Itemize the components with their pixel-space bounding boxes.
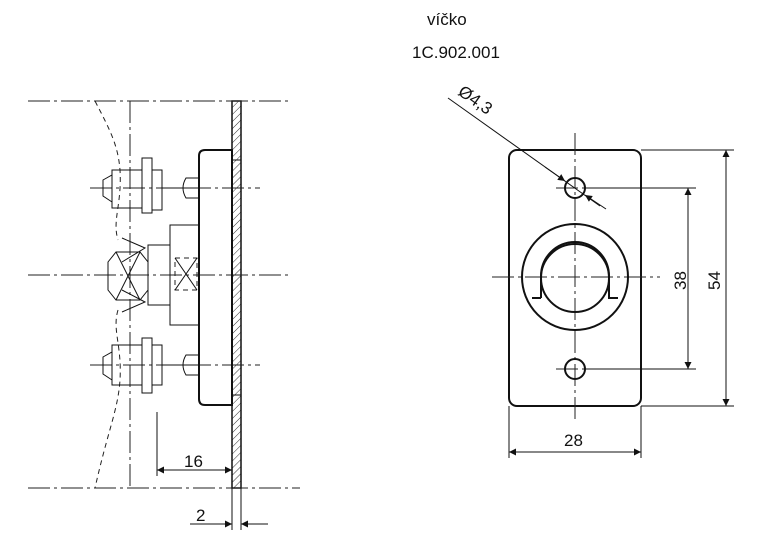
dim-plate-thickness: 2 bbox=[190, 488, 268, 530]
dim-plate-width: 28 bbox=[508, 406, 642, 458]
dim-hole-spacing: 38 bbox=[585, 187, 696, 370]
part-code: 1C.902.001 bbox=[412, 43, 500, 62]
break-line-lower bbox=[94, 309, 121, 489]
dim-side-depth: 16 bbox=[156, 412, 232, 476]
dim-plate-width-label: 28 bbox=[564, 431, 583, 450]
front-view: Ø4,3 38 54 28 bbox=[447, 82, 734, 458]
central-nut bbox=[107, 224, 200, 326]
cover-body bbox=[198, 149, 233, 406]
dim-plate-height-label: 54 bbox=[705, 271, 724, 290]
upper-screw bbox=[102, 157, 200, 214]
wall-plate bbox=[231, 100, 242, 489]
side-view: 16 2 bbox=[28, 100, 300, 530]
dim-hole-diameter-label: Ø4,3 bbox=[455, 82, 496, 119]
dim-plate-height: 54 bbox=[641, 149, 734, 407]
dim-plate-thickness-label: 2 bbox=[196, 506, 205, 525]
lower-screw bbox=[102, 337, 200, 394]
dim-side-depth-label: 16 bbox=[184, 452, 203, 471]
central-boss-outer bbox=[521, 223, 629, 331]
part-name: víčko bbox=[427, 10, 467, 29]
central-bore bbox=[540, 243, 610, 313]
dim-hole-diameter: Ø4,3 bbox=[447, 82, 607, 210]
dim-hole-spacing-label: 38 bbox=[671, 271, 690, 290]
